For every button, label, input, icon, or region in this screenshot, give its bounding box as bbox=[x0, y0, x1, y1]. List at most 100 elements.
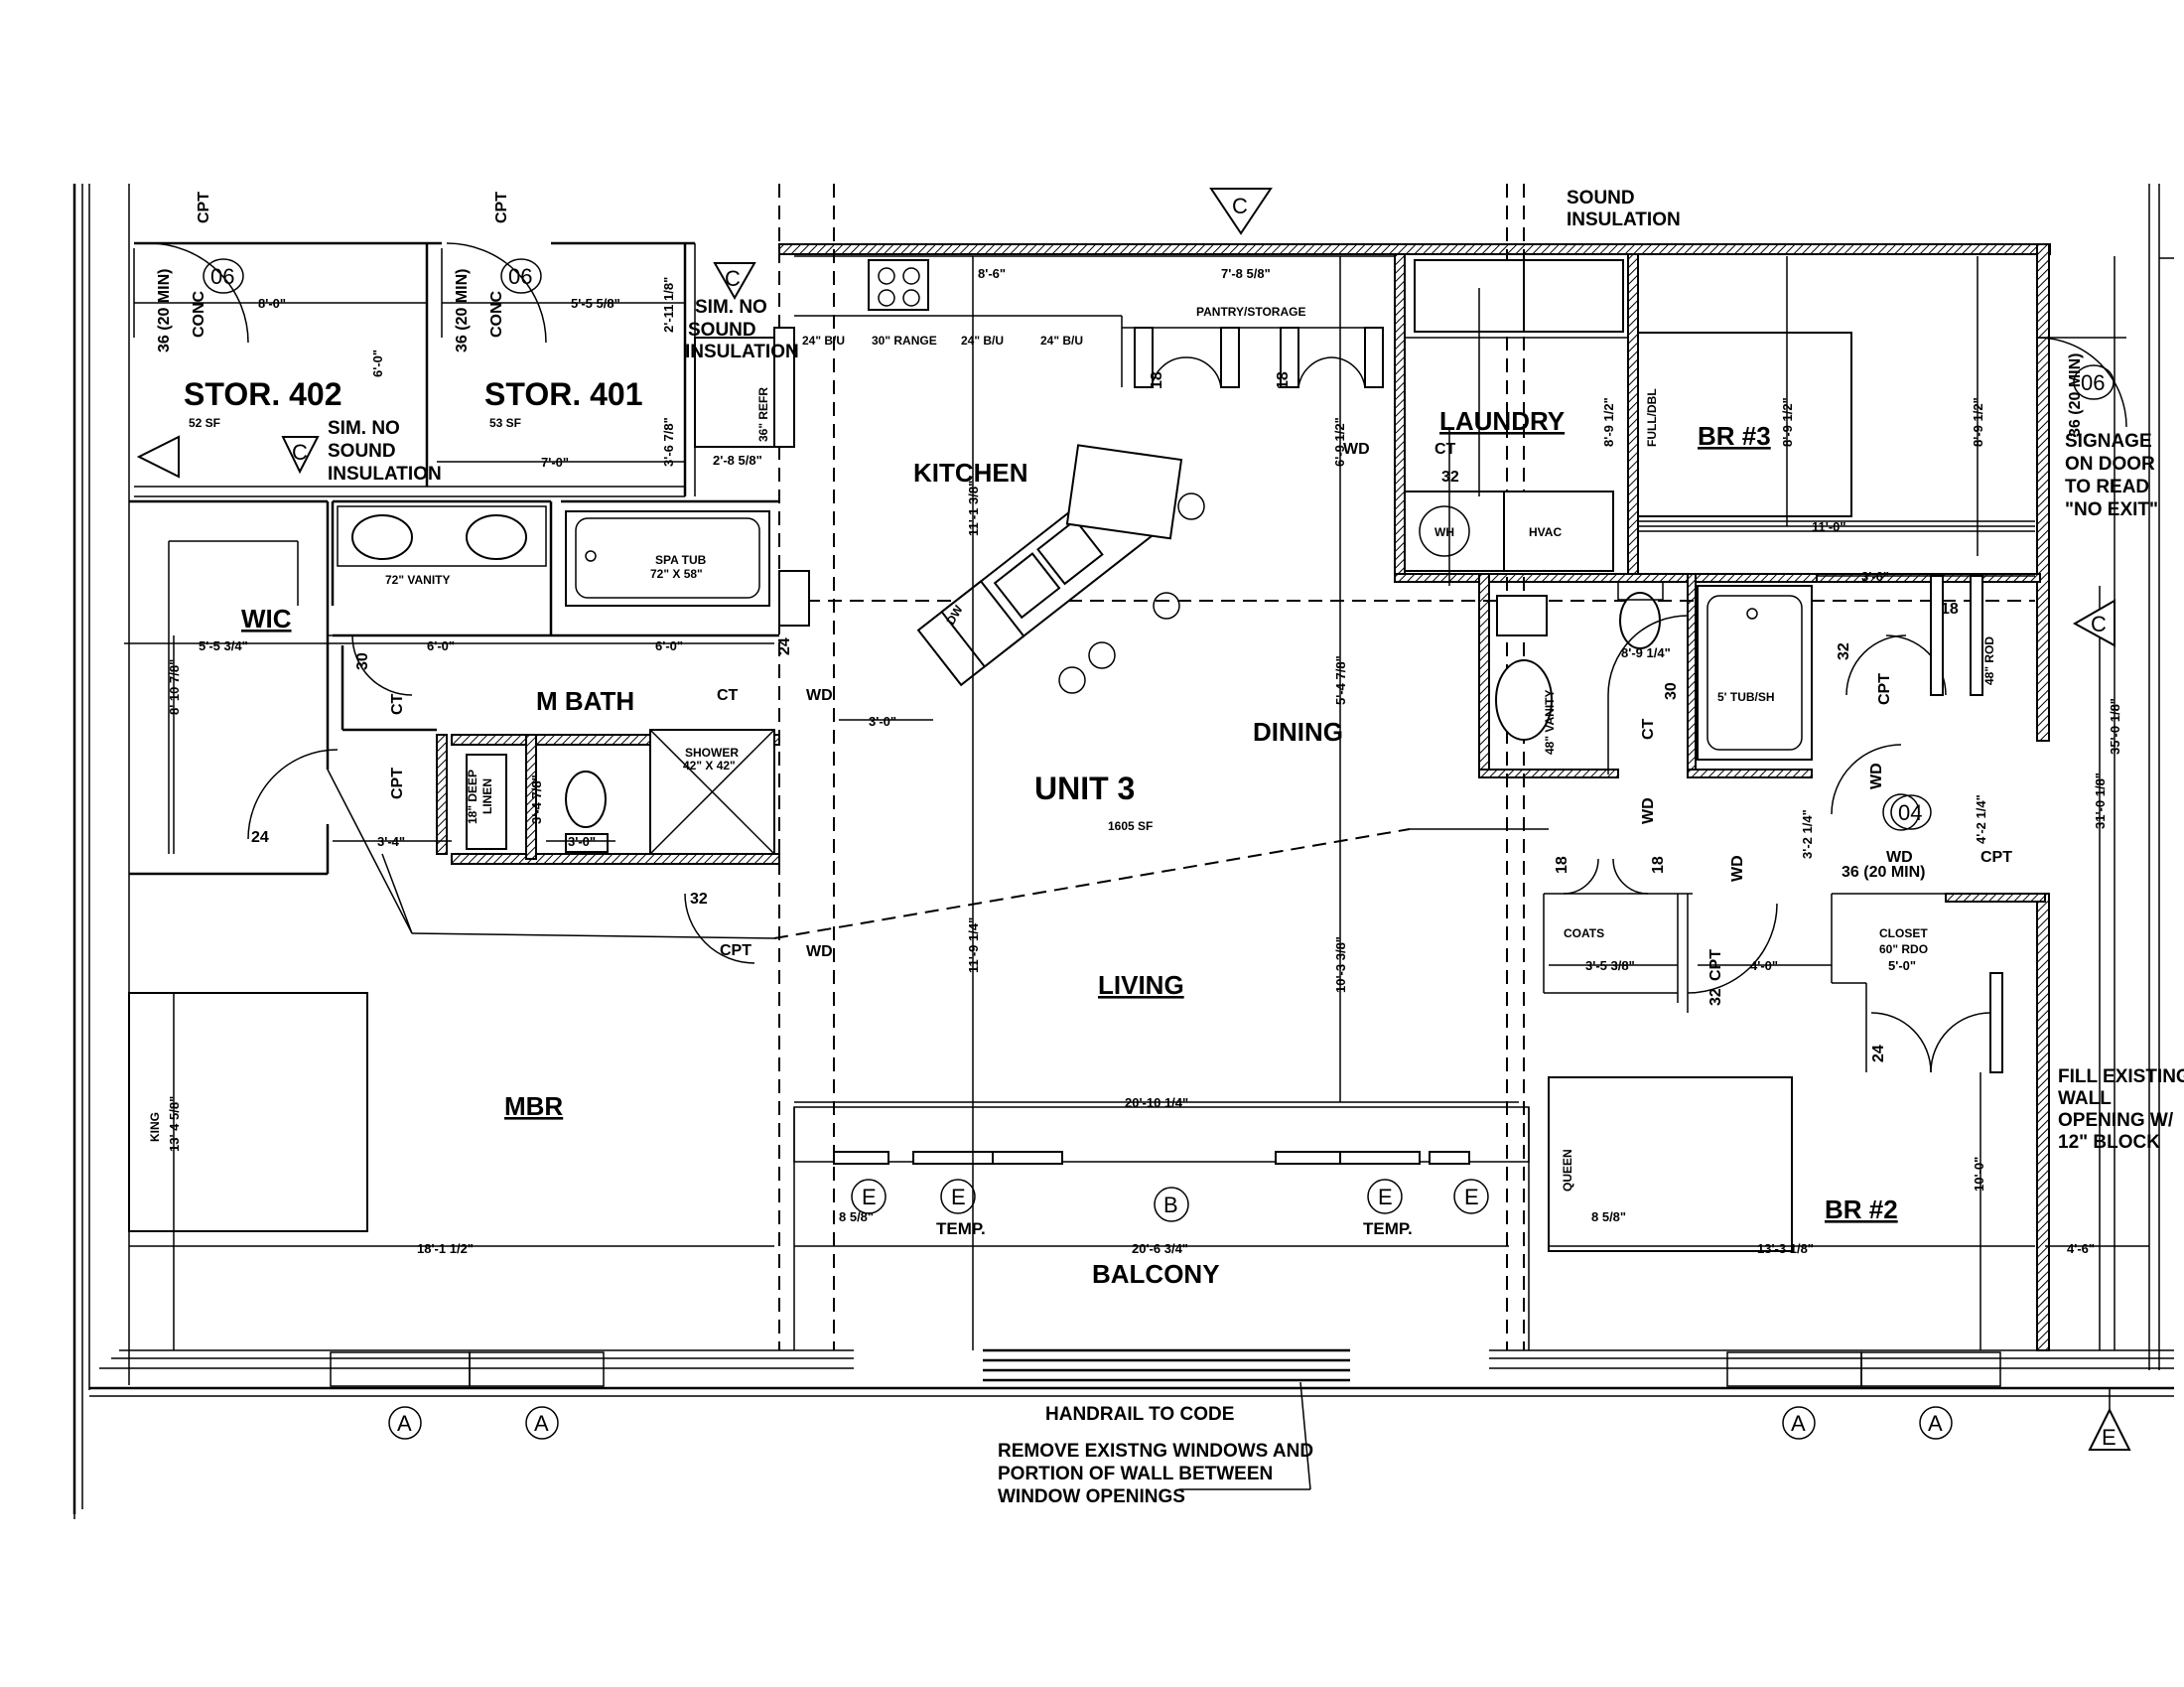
stor402-label: STOR. 402 bbox=[184, 376, 341, 412]
door-tag-04: 04 bbox=[1898, 800, 1922, 825]
full-bed bbox=[1637, 332, 1852, 517]
ct-label: CT bbox=[717, 687, 739, 704]
grid-marker-e: E bbox=[862, 1185, 877, 1209]
fill-wall-note-3: OPENING W/ bbox=[2058, 1110, 2174, 1131]
dim-text: 11'-1 3/8" bbox=[966, 481, 981, 536]
grid-marker-a: A bbox=[534, 1411, 549, 1436]
master-bath-area bbox=[129, 499, 779, 964]
door-width-label: 24 bbox=[1870, 1045, 1887, 1062]
refr-label: 36" REFR bbox=[756, 387, 770, 442]
door-width-label: 32 bbox=[1441, 469, 1459, 486]
king-label: KING bbox=[148, 1112, 162, 1142]
dim-text: 8'-0" bbox=[258, 296, 286, 311]
m-bath-label: M BATH bbox=[536, 686, 634, 716]
door-width-label: 32 bbox=[690, 891, 708, 908]
range-label: 30" RANGE bbox=[872, 334, 937, 348]
dim-text: 8' 10 7/8" bbox=[167, 659, 182, 715]
dim-text: 35'-0 1/8" bbox=[2108, 698, 2122, 755]
door-width-label: 18 bbox=[1149, 371, 1165, 389]
shower-size: 42" X 42" bbox=[683, 759, 736, 773]
unit-label: UNIT 3 bbox=[1034, 771, 1135, 806]
mbr-label: MBR bbox=[504, 1091, 563, 1121]
temp-label-1: TEMP. bbox=[936, 1219, 986, 1238]
grid-marker-a: A bbox=[1791, 1411, 1806, 1436]
wd-label: WD bbox=[1886, 849, 1913, 866]
hvac-label: HVAC bbox=[1529, 525, 1562, 539]
balcony bbox=[793, 1106, 1530, 1490]
cpt-label: CPT bbox=[1980, 849, 2012, 866]
dim-text: 8 5/8" bbox=[839, 1209, 874, 1224]
dim-text: 2'-8 5/8" bbox=[713, 453, 762, 468]
bu-label-3: 24" B/U bbox=[1040, 334, 1083, 348]
fill-wall-note: FILL EXISTING bbox=[2058, 1066, 2184, 1087]
dim-text: 4'-6" bbox=[2067, 1241, 2095, 1256]
stor401-sf: 53 SF bbox=[489, 416, 521, 430]
wd-label: WD bbox=[806, 943, 833, 960]
dim-text: 7'-8 5/8" bbox=[1221, 266, 1271, 281]
sound-insulation-note: SOUND bbox=[1567, 188, 1635, 209]
door-width-label: 32 bbox=[1707, 988, 1724, 1006]
balcony-label: BALCONY bbox=[1092, 1259, 1220, 1289]
kitchen-fixtures bbox=[694, 255, 1395, 694]
dim-text: 8'-6" bbox=[978, 266, 1006, 281]
door-width-label: 18 bbox=[1941, 601, 1959, 618]
fire-rating-label: 36 (20 MIN) bbox=[454, 269, 471, 352]
cpt-label: CPT bbox=[493, 192, 510, 223]
ct-label: CT bbox=[1434, 441, 1456, 458]
vanity72-label: 72" VANITY bbox=[385, 573, 450, 587]
section-marker-c: C bbox=[725, 266, 741, 291]
door-width-label: 32 bbox=[1836, 642, 1852, 660]
dim-text: 8'-9 1/2" bbox=[1601, 397, 1616, 447]
ct-label: CT bbox=[1640, 718, 1657, 740]
door-tag-06: 06 bbox=[210, 264, 234, 289]
dim-text: 5'-0" bbox=[1888, 958, 1916, 973]
dim-text: 13'-3 1/8" bbox=[1757, 1241, 1814, 1256]
dim-text: 4'-0" bbox=[1750, 958, 1778, 973]
dim-text: 5'-4 7/8" bbox=[1333, 655, 1348, 705]
living-label: LIVING bbox=[1098, 970, 1184, 1000]
dim-text: 20'-10 1/4" bbox=[1125, 1095, 1188, 1110]
fill-wall-note-2: WALL bbox=[2058, 1088, 2112, 1109]
conc-label: CONC bbox=[488, 290, 505, 338]
tub-label: 5' TUB/SH bbox=[1717, 690, 1775, 704]
grid-marker-e: E bbox=[951, 1185, 966, 1209]
dim-text: 3'-0" bbox=[568, 834, 596, 849]
door-width-label: 18 bbox=[1650, 856, 1667, 874]
br3-label: BR #3 bbox=[1698, 421, 1771, 451]
dimension-lines bbox=[124, 256, 2174, 1350]
pantry-label: PANTRY/STORAGE bbox=[1196, 305, 1305, 319]
dim-text: 10'-0" bbox=[1972, 1157, 1986, 1192]
dim-text: 3'-5 3/8" bbox=[1585, 958, 1635, 973]
closet-rod-label: 60" RDO bbox=[1879, 942, 1928, 956]
br2-label: BR #2 bbox=[1825, 1195, 1898, 1224]
grid-marker-e: E bbox=[2102, 1425, 2116, 1450]
stor402-sf: 52 SF bbox=[189, 416, 220, 430]
dim-text: 7'-0" bbox=[541, 455, 569, 470]
dim-text: 6'-0" bbox=[655, 638, 683, 653]
fire-rating-label: 36 (20 MIN) bbox=[1842, 864, 1925, 881]
bu-label-1: 24" B/U bbox=[802, 334, 845, 348]
dim-text: 3'-2 1/4" bbox=[1800, 809, 1815, 859]
conc-label: CONC bbox=[191, 290, 207, 338]
dim-text: 8 5/8" bbox=[1591, 1209, 1626, 1224]
dim-text: 3'-0" bbox=[869, 714, 896, 729]
grid-marker-b: B bbox=[1163, 1193, 1178, 1217]
dim-text: 11'-0" bbox=[1812, 519, 1846, 534]
storage-rooms bbox=[133, 241, 696, 497]
dim-text: 10'-3 3/8" bbox=[1333, 936, 1348, 993]
sim-no-note-b3: INSULATION bbox=[328, 464, 442, 485]
wh-label: WH bbox=[1434, 525, 1454, 539]
section-marker-c: C bbox=[1232, 194, 1248, 218]
cpt-label: CPT bbox=[720, 942, 751, 959]
bu-label-2: 24" B/U bbox=[961, 334, 1004, 348]
ct-label: CT bbox=[389, 693, 406, 715]
fill-wall-note-4: 12" BLOCK bbox=[2058, 1132, 2160, 1153]
sim-no-note-a2: SOUND bbox=[688, 320, 756, 341]
signage-note: SIGNAGE bbox=[2065, 431, 2152, 452]
signage-note-2: ON DOOR bbox=[2065, 454, 2155, 475]
sim-no-note-a3: INSULATION bbox=[685, 342, 799, 362]
signage-note-4: "NO EXIT" bbox=[2065, 499, 2158, 520]
dim-text: 4'-2 1/4" bbox=[1974, 794, 1988, 844]
section-marker-c: C bbox=[292, 440, 308, 465]
dim-text: 2'-11 1/8" bbox=[661, 277, 676, 333]
